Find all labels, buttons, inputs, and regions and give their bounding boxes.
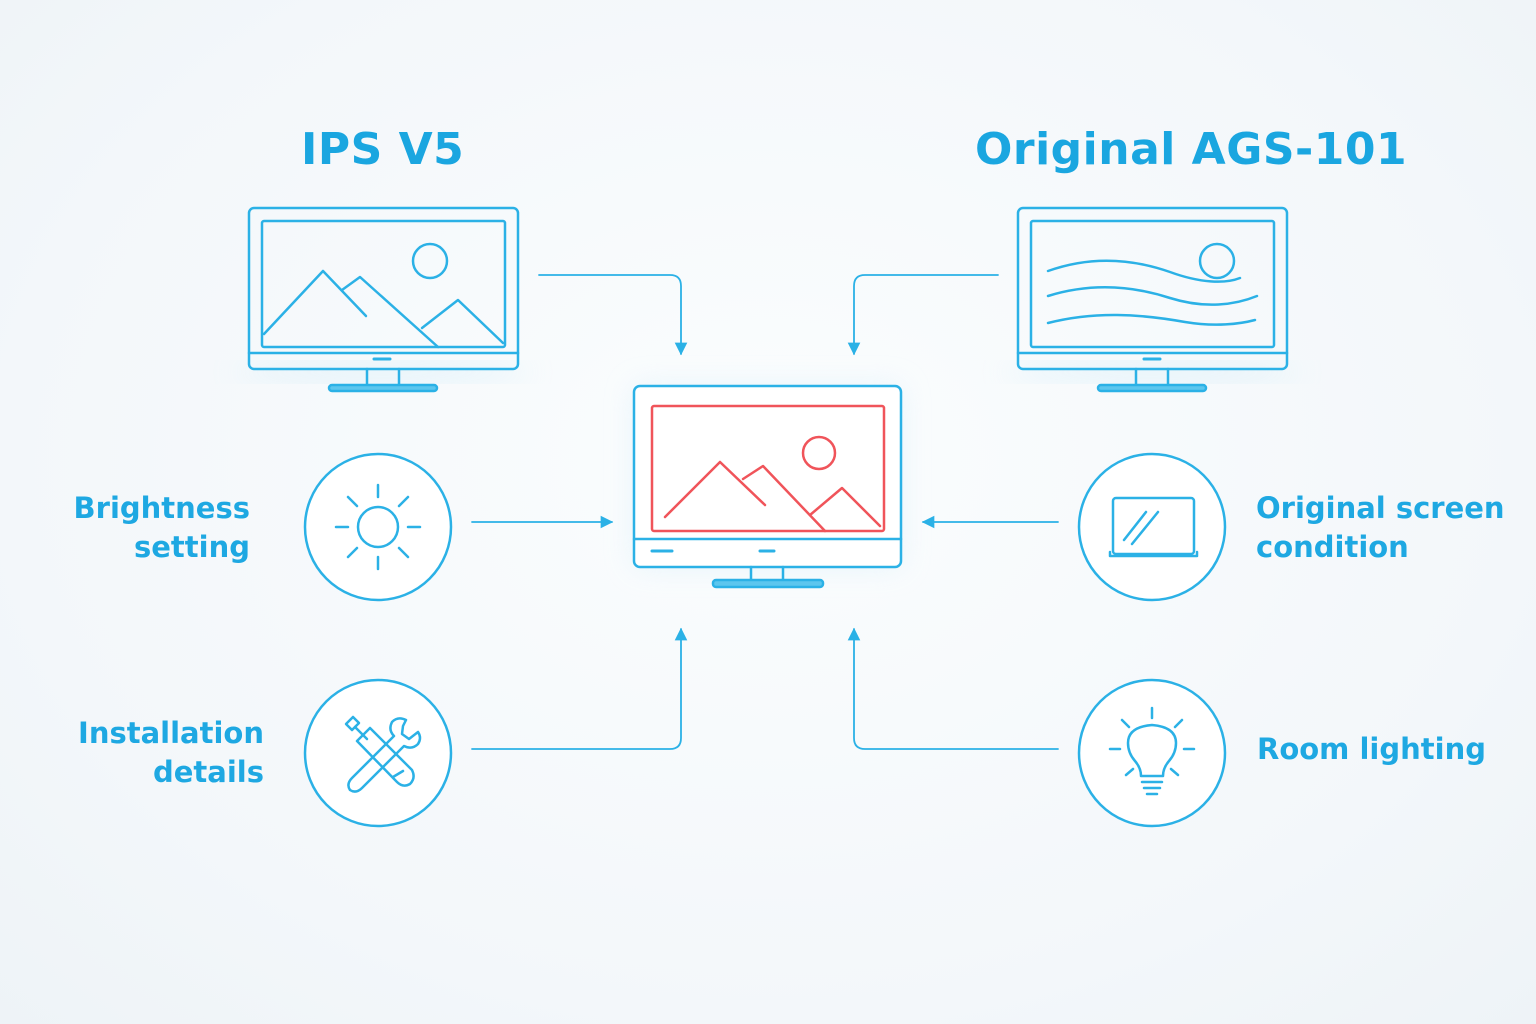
installation-circle <box>303 678 453 828</box>
original-screen-circle <box>1077 452 1227 602</box>
label-line: Installation <box>78 716 264 750</box>
connector-lines <box>471 274 1059 750</box>
brightness-circle <box>303 452 453 602</box>
arrow-left-monitor <box>538 274 688 356</box>
monitor-center <box>632 384 903 589</box>
monitor-waves-icon <box>1046 242 1259 326</box>
monitor-mountains-icon <box>262 242 505 349</box>
label-room-lighting: Room lighting <box>1257 730 1486 769</box>
monitor-left <box>233 206 533 393</box>
label-original-screen-condition: Original screen condition <box>1256 489 1505 567</box>
label-line: Room lighting <box>1257 732 1486 766</box>
lightbulb-icon <box>1108 706 1196 796</box>
label-line: Original screen <box>1256 491 1505 525</box>
heading-original-ags-101: Original AGS-101 <box>975 124 1408 175</box>
screen-panel-icon <box>1108 496 1199 558</box>
label-line: Brightness <box>73 491 250 525</box>
room-lighting-circle <box>1077 678 1227 828</box>
heading-ips-v5: IPS V5 <box>301 124 465 175</box>
monitor-mountains-red-icon <box>650 404 886 533</box>
label-brightness-setting: Brightness setting <box>74 489 250 567</box>
arrow-right-monitor <box>847 274 999 356</box>
monitor-right <box>1002 206 1302 393</box>
sun-icon <box>334 483 422 571</box>
wrench-screwdriver-icon <box>344 715 422 793</box>
arrow-installation <box>471 627 688 750</box>
label-line: details <box>152 755 264 789</box>
label-line: setting <box>134 530 250 564</box>
label-installation-details: Installation details <box>78 714 264 792</box>
label-line: condition <box>1256 530 1409 564</box>
arrow-room-lighting <box>847 627 1059 750</box>
